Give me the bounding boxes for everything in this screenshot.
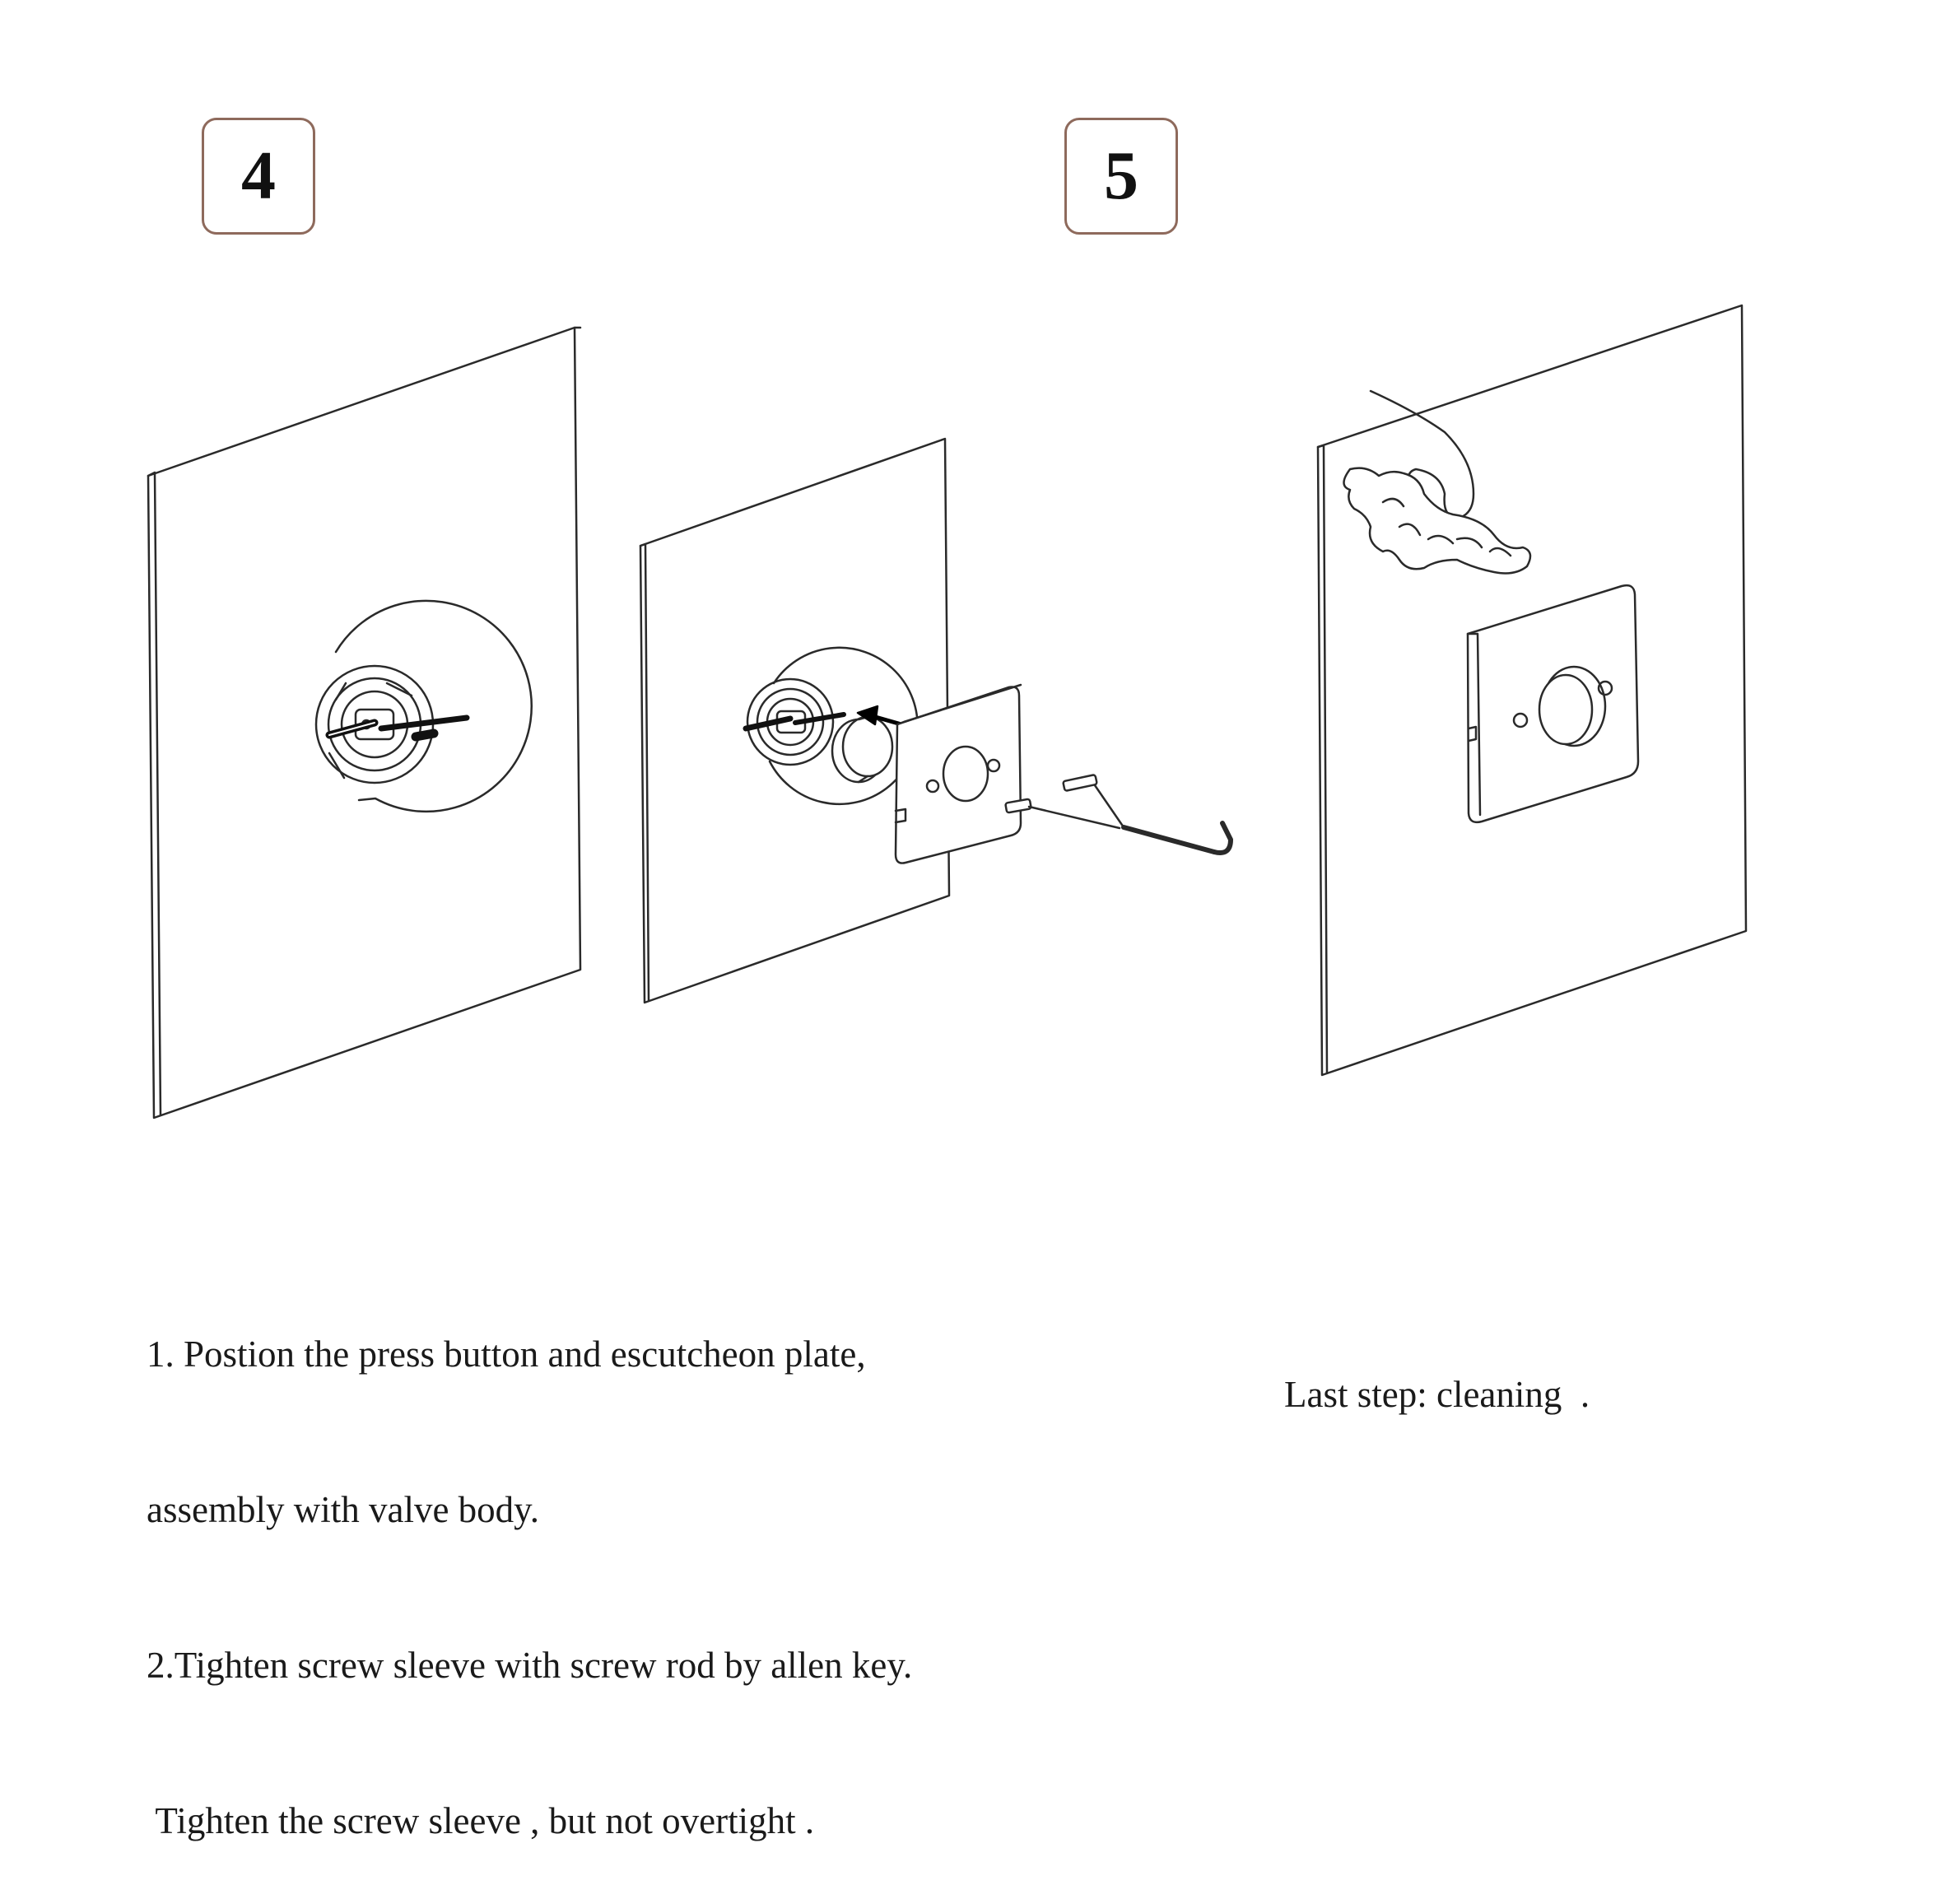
step-5-badge: 5	[1064, 118, 1178, 235]
screw-rod-small-icon	[743, 712, 846, 732]
instruction-line: 2.Tighten screw sleeve with screw rod by…	[147, 1645, 913, 1686]
instruction-line: Last step: cleaning .	[1284, 1374, 1590, 1415]
step-4-number: 4	[241, 137, 276, 214]
step-4-badge: 4	[202, 118, 315, 235]
escutcheon-plate-icon	[894, 683, 1032, 864]
valve-body-small-icon	[746, 646, 919, 806]
installation-illustration	[147, 304, 1748, 1119]
hand-with-cloth-icon	[1343, 389, 1532, 575]
arrow-icon	[856, 705, 904, 727]
valve-body-icon	[314, 599, 533, 813]
instruction-line: Tighten the screw sleeve , but not overt…	[147, 1800, 815, 1841]
allen-key-icon	[1027, 774, 1233, 855]
step-5-number: 5	[1104, 137, 1138, 214]
step-4-instructions: 1. Postion the press button and escutche…	[147, 1225, 912, 1899]
press-button-icon	[831, 715, 894, 784]
instruction-line: assembly with valve body.	[147, 1489, 540, 1530]
instruction-line: 1. Postion the press button and escutche…	[147, 1333, 866, 1375]
screw-rod-icon	[325, 714, 470, 742]
step-5-instructions: Last step: cleaning .	[1284, 1265, 1590, 1473]
installed-plate-icon	[1466, 584, 1640, 824]
